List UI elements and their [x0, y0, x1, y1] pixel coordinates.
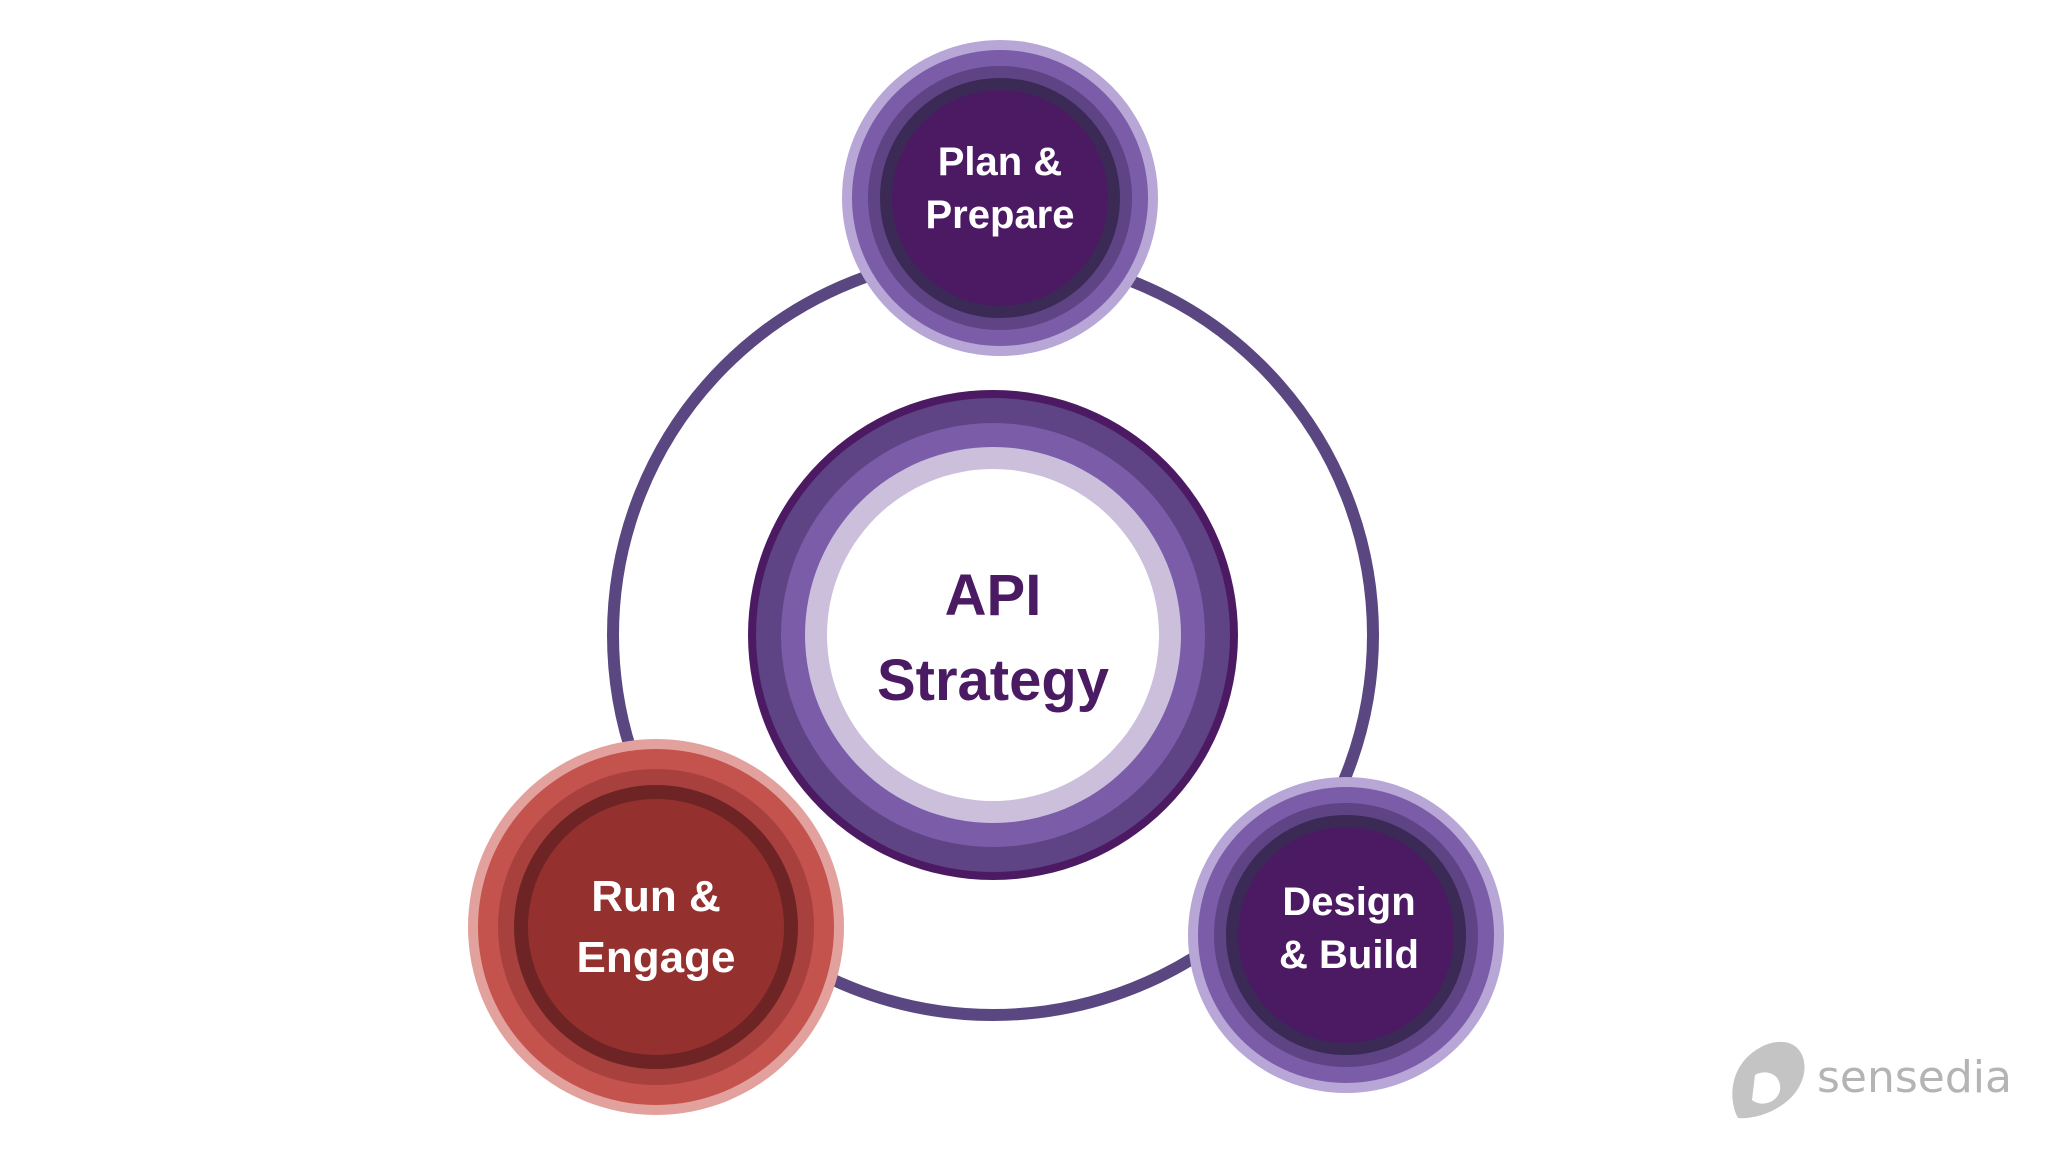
node-run-engage: Run & Engage — [468, 739, 844, 1115]
node-run-line1: Run & — [591, 872, 721, 921]
brand-logo: sensedia — [1732, 1041, 2012, 1119]
node-design-build: Design & Build — [1188, 777, 1504, 1093]
node-design-line2: & Build — [1279, 933, 1419, 977]
center-title-line1: API — [945, 563, 1042, 628]
sensedia-logo-icon — [1732, 1041, 1805, 1119]
node-plan-line2: Prepare — [926, 193, 1075, 237]
center-node: API Strategy — [748, 390, 1238, 880]
sensedia-logo-text: sensedia — [1817, 1052, 2012, 1103]
node-run-line2: Engage — [577, 933, 736, 982]
node-plan-prepare: Plan & Prepare — [842, 40, 1158, 356]
node-design-line1: Design — [1282, 880, 1415, 924]
center-title-line2: Strategy — [877, 648, 1109, 713]
node-plan-line1: Plan & — [938, 140, 1062, 184]
